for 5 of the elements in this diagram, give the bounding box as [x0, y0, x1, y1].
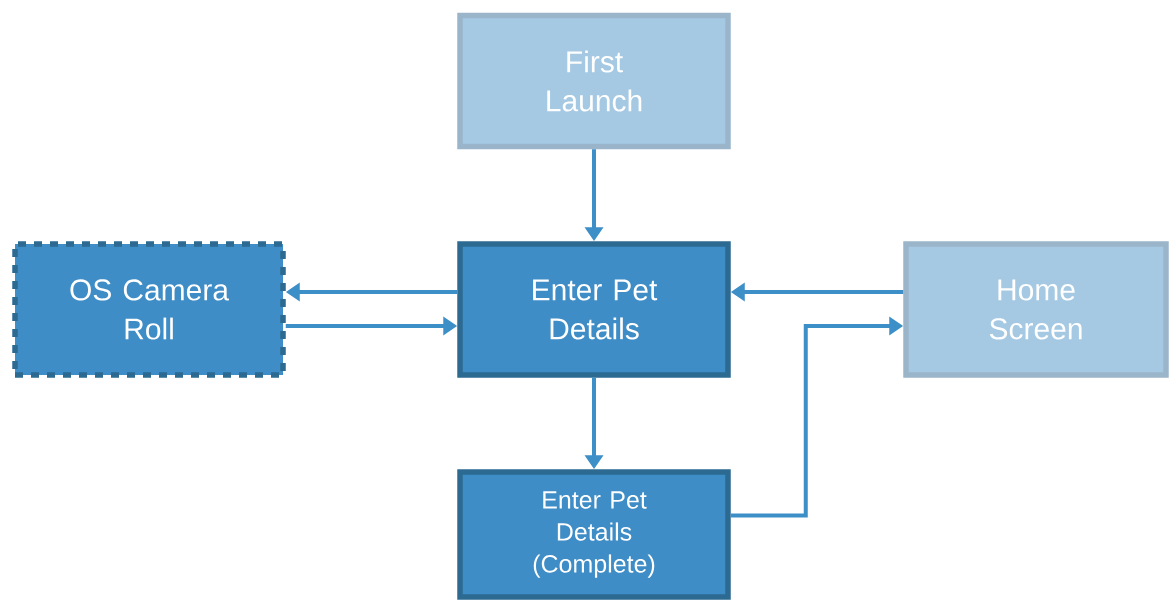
screen-box: Enter Pet Details (Complete): [457, 469, 731, 600]
screen-box: First Launch: [457, 12, 731, 150]
external-screen-box: OS Camera Roll: [12, 241, 286, 378]
screen-box: Home Screen: [903, 241, 1169, 378]
screen-box: Enter Pet Details: [457, 241, 731, 378]
